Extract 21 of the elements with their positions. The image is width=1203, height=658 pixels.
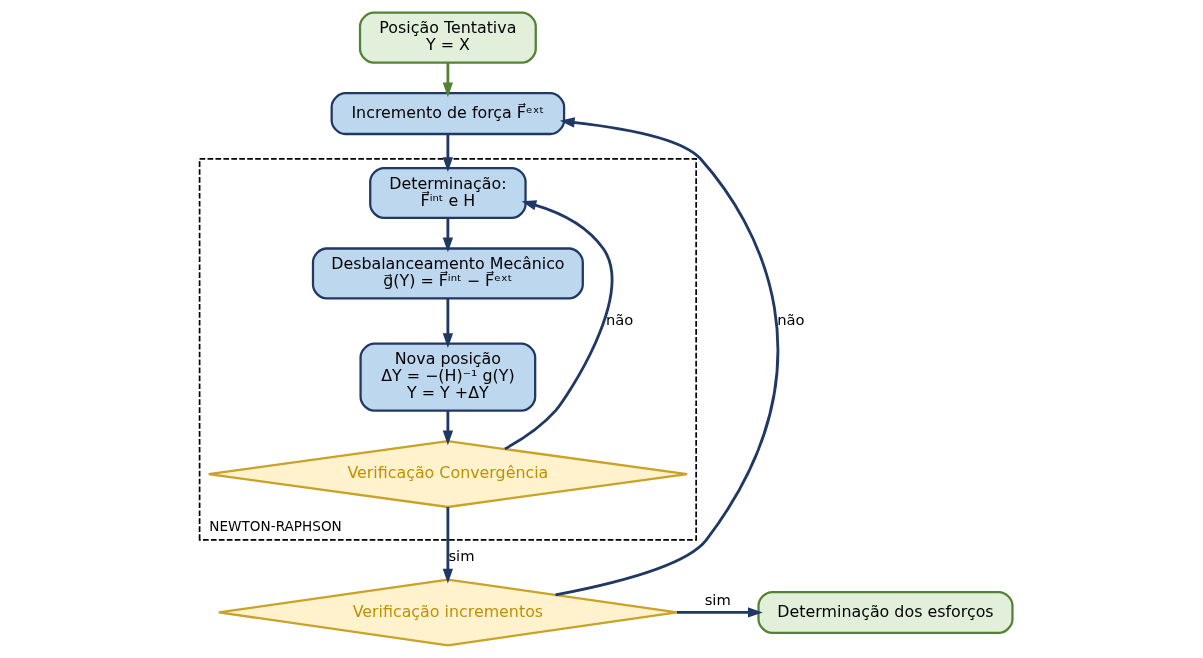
node-diamond: Verificação incrementos (217, 578, 679, 647)
node-box: Determinação: F⃗ⁱⁿᵗ e H (369, 166, 527, 220)
arrow (442, 218, 454, 253)
arrow (442, 410, 454, 446)
node-box: Posição Tentativa Y = X (358, 11, 537, 64)
node-box: Nova posição ΔY = −(H)⁻¹ g(Y) Y = Y +ΔY (359, 342, 537, 412)
arrow (442, 134, 454, 172)
edge-label: sim (448, 546, 475, 564)
arrow (442, 507, 454, 584)
arrow (555, 117, 780, 597)
edge-label: sim (704, 590, 731, 608)
edge-label: não (605, 310, 634, 328)
arrow (504, 200, 614, 451)
arrow (676, 607, 763, 618)
edge-label: não (777, 310, 805, 328)
node-box: Desbalanceamento Mecânico g⃗(Y) = F⃗ⁱⁿᵗ − F⃗ᵉˣᵗ (311, 247, 584, 300)
node-box: Determinação dos esforços (757, 590, 1014, 634)
node-box: Incremento de força F⃗ᵉˣᵗ (330, 92, 566, 136)
arrow (442, 62, 454, 98)
arrow (442, 298, 454, 348)
node-diamond: Verificação Convergência (207, 440, 689, 509)
